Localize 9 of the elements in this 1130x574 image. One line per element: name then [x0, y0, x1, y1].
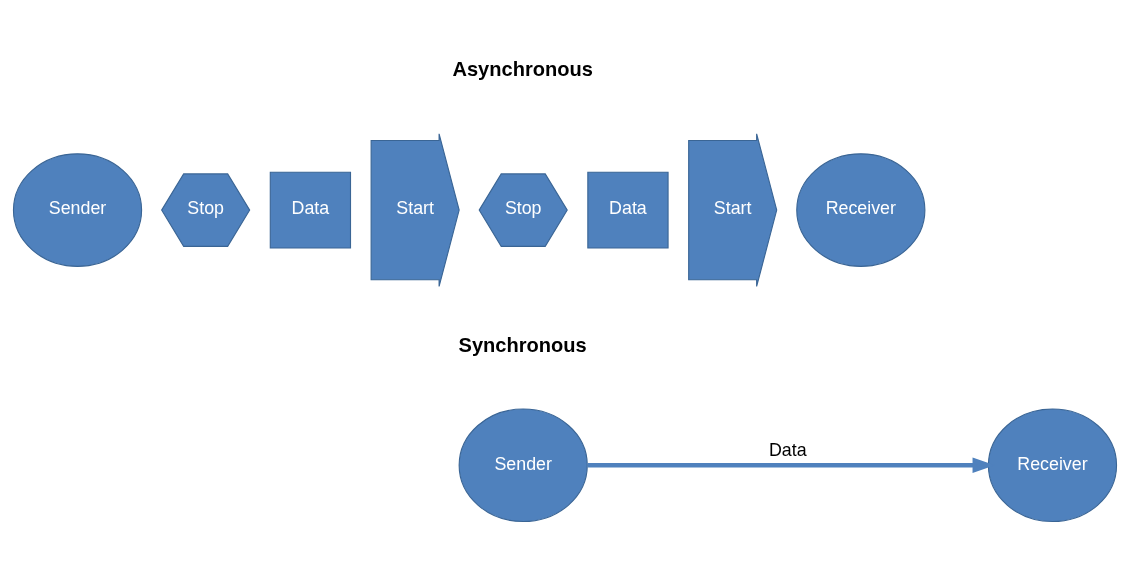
node-ellipse: Receiver — [987, 408, 1118, 523]
label: Synchronous — [458, 333, 587, 356]
node-ellipse: Sender — [12, 153, 143, 267]
edge-label: Data — [769, 440, 807, 461]
node-box: Data — [587, 171, 669, 249]
node-box: Data — [269, 171, 352, 249]
node-ellipse: Receiver — [796, 153, 926, 267]
label: Asynchronous — [452, 58, 593, 81]
node-ellipse: Sender — [458, 408, 588, 523]
